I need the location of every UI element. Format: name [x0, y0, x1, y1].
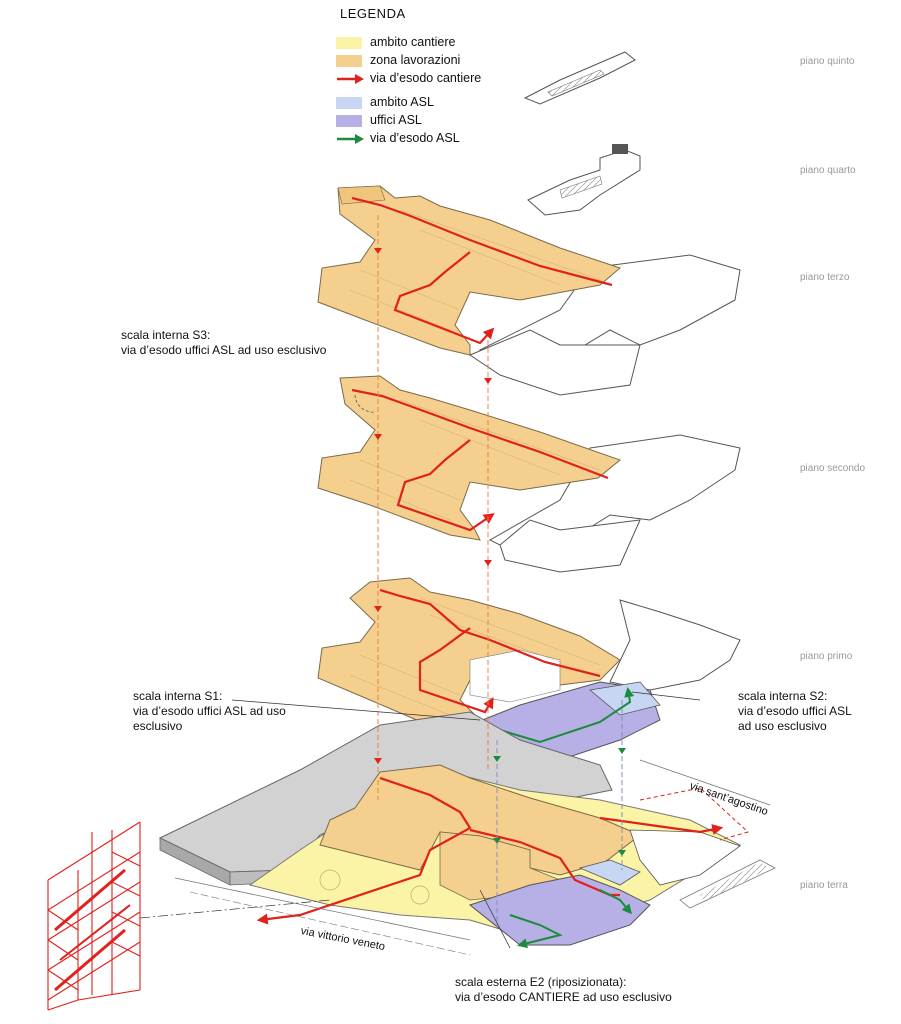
- callout-s1-line2: via d’esodo uffici ASL ad uso: [133, 704, 286, 718]
- legend-label: zona lavorazioni: [370, 53, 461, 67]
- level-label-secondo: piano secondo: [800, 463, 866, 474]
- callout-s1-line1: scala interna S1:: [133, 689, 223, 703]
- legend-arrow-icon: [337, 134, 364, 144]
- callout-e2: scala esterna E2 (riposizionata): via d’…: [455, 975, 672, 1005]
- floor-plan-secondo: [317, 375, 741, 573]
- callout-s3-line1: scala interna S3:: [121, 328, 211, 342]
- floor-plan-quinto: [523, 51, 636, 105]
- scaffold-stair-illustration: [47, 821, 141, 1011]
- level-label-quarto: piano quarto: [800, 165, 856, 176]
- level-label-terzo: piano terzo: [800, 272, 850, 283]
- legend-arrow-icon: [337, 74, 364, 84]
- legend-label: ambito ASL: [370, 95, 434, 109]
- callout-s2: scala interna S2: via d’esodo uffici ASL…: [738, 689, 852, 734]
- callout-e2-line2: via d’esodo CANTIERE ad uso esclusivo: [455, 990, 672, 1004]
- callout-s1: scala interna S1: via d’esodo uffici ASL…: [133, 689, 286, 734]
- callout-s2-line3: ad uso esclusivo: [738, 719, 827, 733]
- callout-leaders: [139, 691, 701, 949]
- callout-e2-line1: scala esterna E2 (riposizionata):: [455, 975, 627, 989]
- callout-s1-line3: esclusivo: [133, 719, 183, 733]
- level-label-terra: piano terra: [800, 880, 848, 891]
- floor-plan-terzo: [317, 185, 741, 396]
- callout-s3-line2: via d’esodo uffici ASL ad uso esclusivo: [121, 343, 327, 357]
- callout-s3: scala interna S3: via d’esodo uffici ASL…: [121, 328, 326, 358]
- legend-label: uffici ASL: [370, 113, 422, 127]
- legend-swatch: [336, 55, 362, 67]
- vertical-connectors: [377, 215, 623, 930]
- legend-swatch: [336, 115, 362, 127]
- floor-plan-quarto: [527, 144, 641, 216]
- callout-s2-line1: scala interna S2:: [738, 689, 828, 703]
- floor-plan-terra: [158, 711, 776, 956]
- legend-label: via d’esodo cantiere: [370, 71, 482, 85]
- level-label-primo: piano primo: [800, 651, 853, 662]
- connector-arrowheads: [374, 248, 492, 764]
- legend-swatch: [336, 97, 362, 109]
- connector-arrowheads-asl: [493, 748, 626, 856]
- legend-label: via d’esodo ASL: [370, 131, 460, 145]
- legend-label: ambito cantiere: [370, 35, 456, 49]
- level-label-quinto: piano quinto: [800, 56, 855, 67]
- legend-swatch: [336, 37, 362, 49]
- legend-title: LEGENDA: [340, 6, 406, 21]
- callout-s2-line2: via d’esodo uffici ASL: [738, 704, 852, 718]
